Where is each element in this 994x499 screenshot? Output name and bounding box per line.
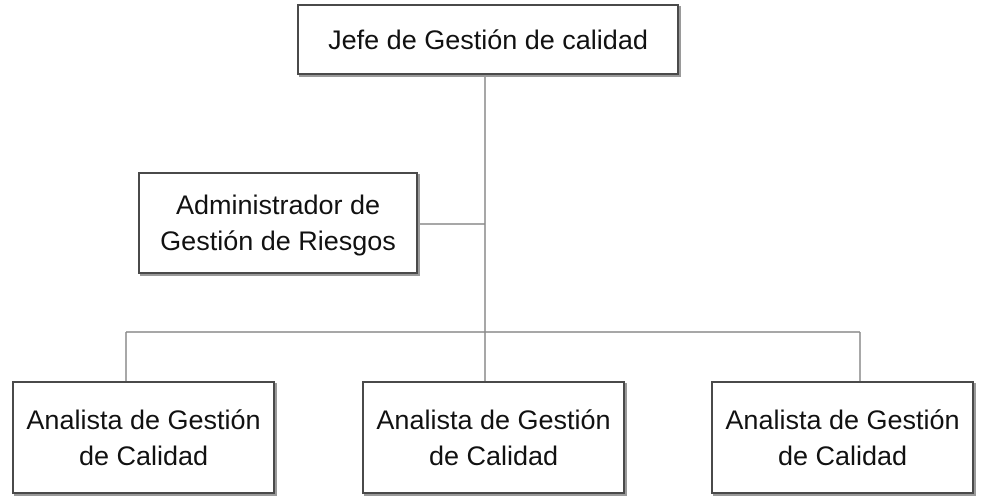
org-node-analista-1: Analista de Gestión de Calidad <box>12 381 275 494</box>
org-node-jefe-gestion-calidad: Jefe de Gestión de calidad <box>297 4 679 75</box>
org-node-analista-3: Analista de Gestión de Calidad <box>711 381 974 494</box>
org-node-label: Analista de Gestión de Calidad <box>26 404 261 471</box>
org-node-analista-2: Analista de Gestión de Calidad <box>362 381 625 494</box>
org-node-label: Jefe de Gestión de calidad <box>328 24 648 55</box>
org-node-label: Analista de Gestión de Calidad <box>725 404 960 471</box>
org-node-label: Analista de Gestión de Calidad <box>376 404 611 471</box>
org-node-administrador-riesgos: Administrador de Gestión de Riesgos <box>138 172 418 274</box>
org-node-label: Administrador de Gestión de Riesgos <box>160 190 396 256</box>
